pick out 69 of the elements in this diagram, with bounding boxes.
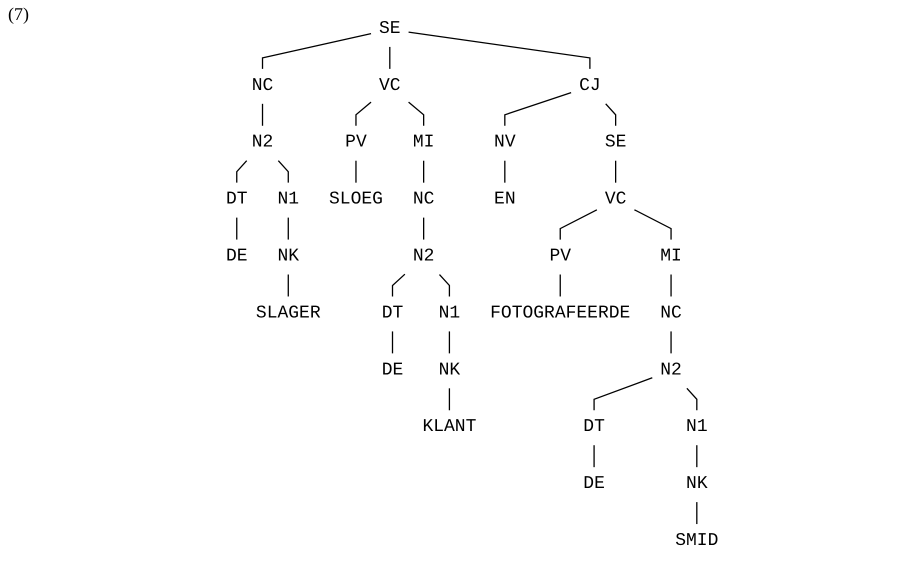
connector bbox=[504, 160, 506, 183]
connector bbox=[560, 209, 598, 240]
connector bbox=[439, 274, 450, 296]
connector bbox=[560, 274, 562, 296]
node-text: NC bbox=[252, 76, 274, 96]
node-text: NC bbox=[660, 303, 682, 324]
node-text: NK bbox=[438, 360, 461, 380]
node-text: NV bbox=[494, 132, 516, 153]
node-text: EN bbox=[494, 190, 516, 210]
node-text: KLANT bbox=[422, 417, 477, 438]
node-text: SMID bbox=[676, 531, 719, 552]
node-text: PV bbox=[345, 132, 368, 153]
connector bbox=[594, 377, 653, 410]
connector bbox=[594, 445, 596, 468]
node-text: N2 bbox=[660, 360, 682, 380]
node-text: PV bbox=[550, 246, 572, 267]
node-text: DT bbox=[584, 417, 606, 438]
node-text: SLOEG bbox=[329, 190, 384, 210]
node-text: NC bbox=[413, 190, 435, 210]
connector bbox=[449, 331, 450, 354]
connector bbox=[696, 445, 698, 468]
connector bbox=[423, 218, 425, 240]
connector bbox=[686, 388, 698, 410]
node-text: N1 bbox=[278, 190, 300, 210]
connector bbox=[262, 104, 264, 126]
connector bbox=[634, 209, 672, 240]
node-text: NK bbox=[278, 246, 300, 267]
node-text: VC bbox=[605, 190, 627, 210]
node-text: DE bbox=[584, 474, 606, 494]
node-text: DT bbox=[382, 303, 404, 324]
connector bbox=[449, 388, 450, 410]
syntax-tree: SE NC N2 DT N1 NK VC PV MI NC N2 DT N1 NK CJ NV SE VC PV MI NC N2 DT N1 NK DE SLAGER SLOEG DE KLANT EN FOTOGRAFEERDE DE SMID bbox=[210, 4, 735, 567]
connector bbox=[262, 33, 372, 69]
connector bbox=[356, 160, 357, 183]
node-text: MI bbox=[660, 246, 682, 267]
node-text: SE bbox=[379, 18, 401, 39]
connector bbox=[356, 102, 372, 126]
node-text: DE bbox=[382, 360, 404, 380]
node-text: CJ bbox=[579, 76, 601, 96]
connector bbox=[504, 92, 572, 126]
node-text: SE bbox=[605, 132, 627, 153]
connector bbox=[288, 218, 290, 240]
node-text: N1 bbox=[438, 303, 461, 324]
node-text: SLAGER bbox=[256, 303, 321, 324]
connector bbox=[392, 331, 394, 354]
example-number: (7) bbox=[8, 4, 29, 25]
connector bbox=[236, 160, 248, 183]
node-text: N1 bbox=[686, 417, 708, 438]
connector bbox=[288, 274, 290, 296]
connector bbox=[392, 274, 406, 296]
node-text: NK bbox=[686, 474, 708, 494]
node-text: MI bbox=[413, 132, 435, 153]
connector bbox=[389, 46, 391, 69]
connector bbox=[670, 331, 672, 354]
connector bbox=[408, 102, 425, 126]
connector bbox=[423, 160, 425, 183]
node-text: FOTOGRAFEERDE bbox=[490, 303, 631, 324]
connector bbox=[615, 160, 617, 183]
node-text: DE bbox=[226, 246, 248, 267]
connector bbox=[408, 31, 591, 69]
node-text: N2 bbox=[413, 246, 435, 267]
connector bbox=[236, 218, 238, 240]
node-text: DT bbox=[226, 190, 248, 210]
connector bbox=[696, 502, 698, 524]
connector bbox=[278, 160, 290, 183]
node-text: N2 bbox=[252, 132, 274, 153]
connector bbox=[670, 274, 672, 296]
node-text: VC bbox=[379, 76, 401, 96]
connector bbox=[606, 103, 617, 126]
